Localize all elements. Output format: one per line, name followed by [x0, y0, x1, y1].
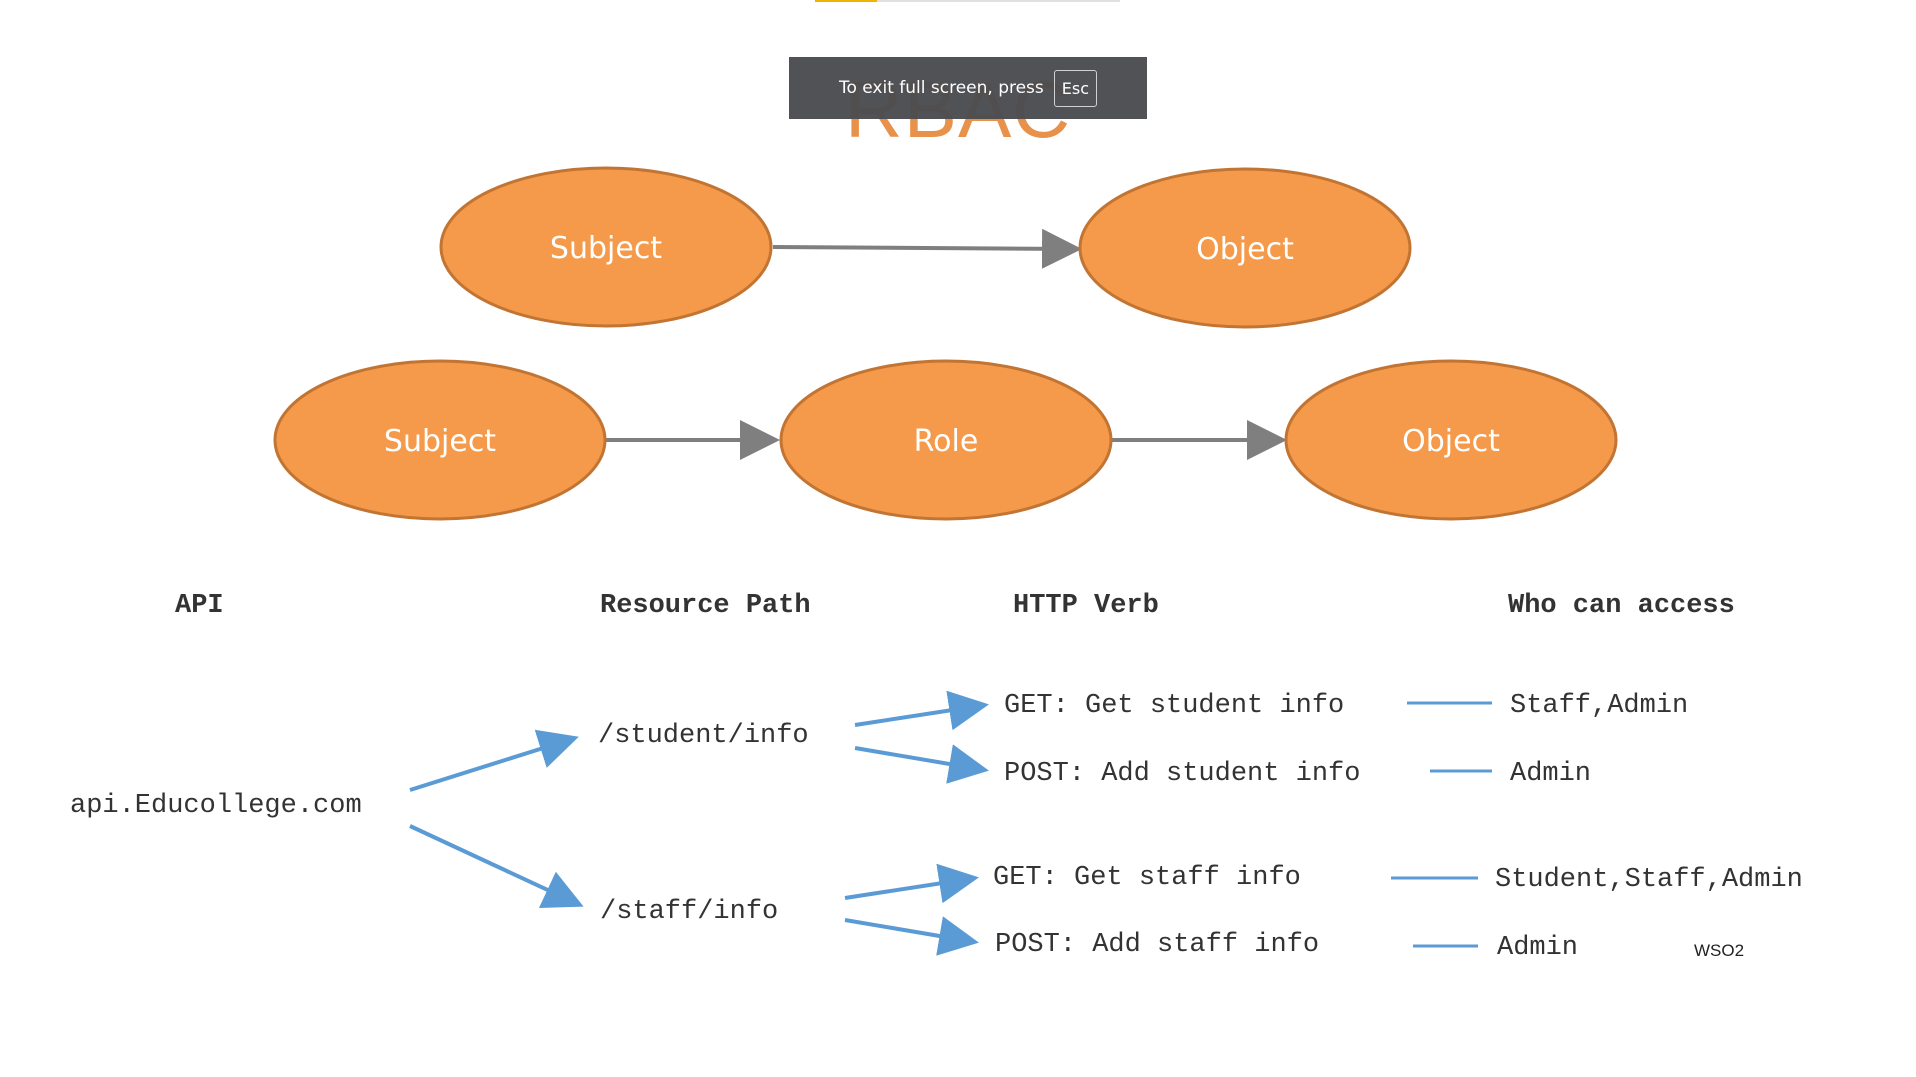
fullscreen-exit-text: To exit full screen, press — [838, 78, 1044, 98]
verb-post-student: POST: Add student info — [1004, 759, 1360, 789]
middle-role-node: Role — [779, 359, 1113, 521]
top-object-node: Object — [1078, 167, 1412, 329]
middle-object-node: Object — [1284, 359, 1618, 521]
middle-object-label: Object — [1402, 424, 1500, 459]
top-progress-accent — [815, 0, 877, 2]
header-http-verb: HTTP Verb — [1013, 591, 1159, 621]
subject-to-object-arrow — [772, 228, 1082, 269]
top-progress-strip — [815, 0, 1120, 2]
verb-get-student: GET: Get student info — [1004, 691, 1344, 721]
header-api: API — [175, 591, 224, 621]
staff-to-post-arrow — [844, 916, 979, 956]
api-to-student-arrow — [409, 729, 579, 792]
middle-role-label: Role — [914, 424, 979, 459]
api-to-staff-arrow — [409, 824, 584, 908]
top-subject-label: Subject — [550, 231, 662, 266]
resource-path-staff: /staff/info — [600, 897, 778, 927]
header-who-can-access: Who can access — [1508, 591, 1735, 621]
verb-get-staff: GET: Get staff info — [993, 863, 1301, 893]
access-post-staff: Admin — [1497, 933, 1578, 963]
staff-to-get-arrow — [844, 863, 979, 904]
middle-subject-node: Subject — [273, 359, 607, 521]
student-to-post-arrow — [854, 744, 989, 784]
top-object-label: Object — [1196, 232, 1294, 267]
verb-post-staff: POST: Add staff info — [995, 930, 1319, 960]
wso2-label: WSO2 — [1694, 941, 1744, 960]
access-get-staff: Student,Staff,Admin — [1495, 865, 1803, 895]
header-resource-path: Resource Path — [600, 591, 811, 621]
fullscreen-exit-banner: To exit full screen, press Esc — [789, 57, 1147, 119]
api-host: api.Educollege.com — [70, 791, 362, 821]
student-to-get-arrow — [854, 690, 989, 731]
esc-key-badge[interactable]: Esc — [1053, 69, 1098, 107]
top-subject-node: Subject — [439, 166, 773, 328]
middle-subject-label: Subject — [384, 424, 496, 459]
access-post-student: Admin — [1510, 759, 1591, 789]
resource-path-student: /student/info — [598, 721, 809, 751]
access-get-student: Staff,Admin — [1510, 691, 1688, 721]
